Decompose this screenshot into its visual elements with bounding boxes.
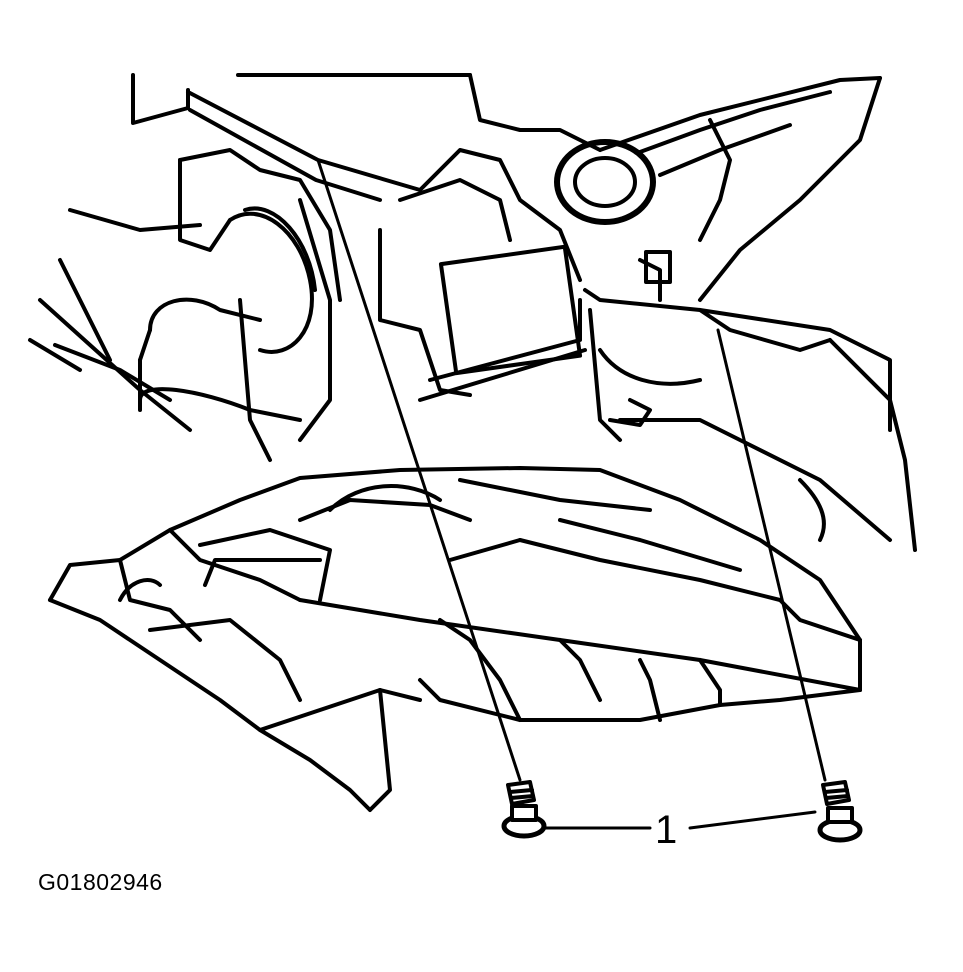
oil-pan [48, 466, 862, 812]
callout-line-right [688, 810, 817, 830]
leader-lines [316, 158, 827, 830]
callout-label-1: 1 [655, 808, 678, 852]
leader-line-right [716, 328, 827, 782]
leader-line-left [316, 158, 522, 782]
bolt-right-icon [817, 780, 863, 843]
figure-id: G01802946 [38, 869, 163, 895]
upper-engine-assembly [28, 73, 917, 552]
bolt-left-icon [501, 780, 547, 839]
